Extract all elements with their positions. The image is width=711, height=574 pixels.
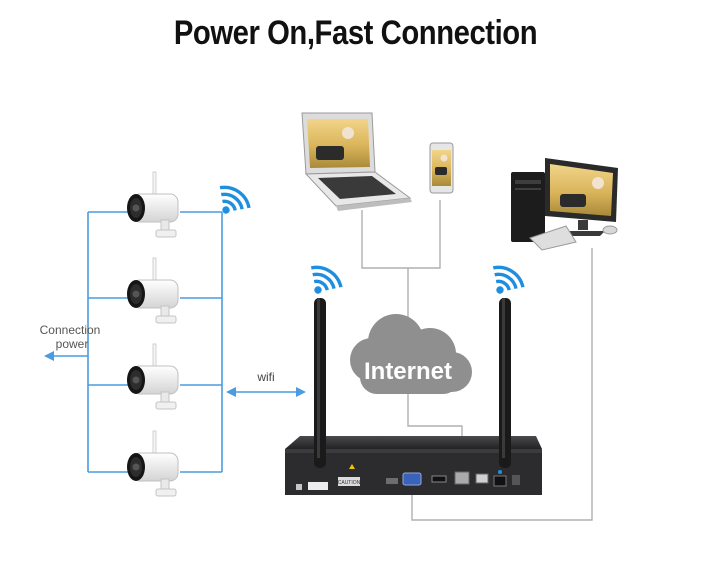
caution-label: CAUTION (338, 480, 361, 486)
camera-icon (126, 430, 179, 497)
internet-label: Internet (364, 358, 452, 385)
wifi-label: wifi (256, 370, 274, 384)
smartphone-icon (429, 142, 454, 194)
desktop-computer-icon (511, 158, 618, 251)
page-title: Power On,Fast Connection (173, 14, 538, 52)
network-wiring (361, 200, 593, 521)
camera-icon (126, 171, 179, 238)
camera-icon (126, 343, 179, 410)
wifi-signal-icon (217, 181, 251, 216)
connection-label: Connection (40, 323, 101, 337)
wifi-signal-icon (490, 261, 525, 296)
laptop-icon (301, 112, 412, 211)
camera-wiring (87, 211, 223, 473)
connection-power-arrow (44, 351, 88, 361)
wifi-link-arrow (226, 387, 306, 397)
wifi-signal-icon (308, 261, 343, 296)
internet-cloud-icon (350, 314, 472, 394)
power-label: power (56, 337, 89, 351)
antenna-icon (314, 298, 326, 468)
antenna-icon (499, 298, 511, 468)
camera-icon (126, 257, 179, 324)
